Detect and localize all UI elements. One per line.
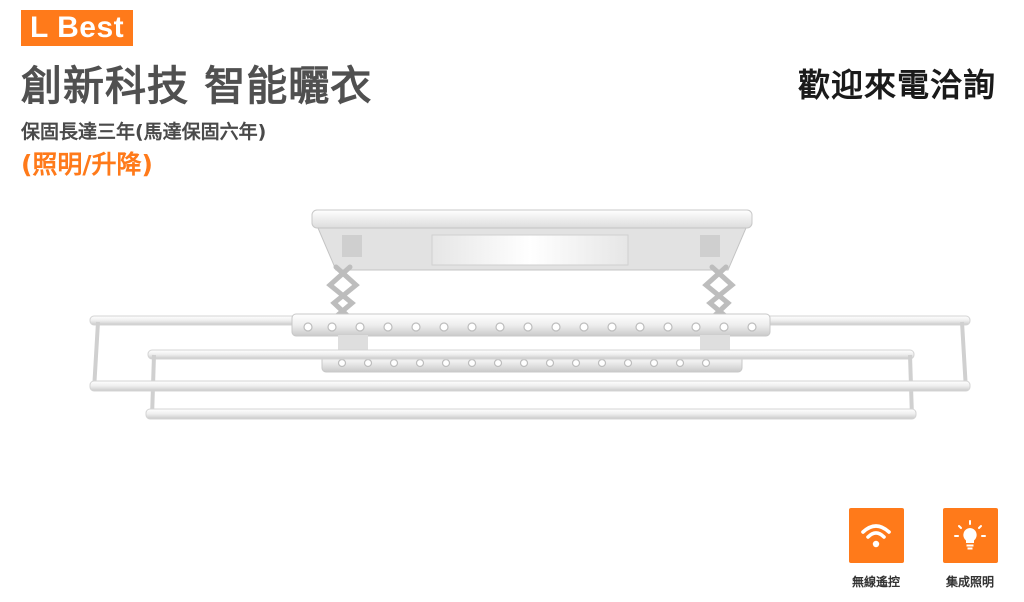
- drying-rack-image: [60, 195, 990, 455]
- contact-text: 歡迎來電洽詢: [797, 66, 996, 104]
- lightbulb-icon: [942, 508, 998, 563]
- scissor-arm-left: [326, 264, 360, 323]
- feature-label: 集成照明: [945, 575, 994, 589]
- lamp-panel: [431, 234, 629, 266]
- middle-rod: [147, 349, 915, 360]
- warranty-text: 保固長達三年(馬達保固六年): [21, 121, 267, 143]
- front-rod-lower: [145, 408, 917, 420]
- feature-label: 無線遙控: [851, 575, 900, 589]
- headline: 創新科技 智能曬衣: [21, 62, 373, 110]
- features-summary: (照明/升降): [21, 150, 153, 179]
- scissor-arm-right: [702, 264, 736, 323]
- feature-integrated-lighting: 集成照明: [941, 508, 999, 590]
- feature-remote-control: 無線遙控: [847, 508, 905, 590]
- wifi-icon: [848, 508, 904, 563]
- brand-badge: L Best: [21, 10, 134, 46]
- ceiling-unit-top: [311, 209, 753, 229]
- front-rod-upper: [89, 380, 971, 392]
